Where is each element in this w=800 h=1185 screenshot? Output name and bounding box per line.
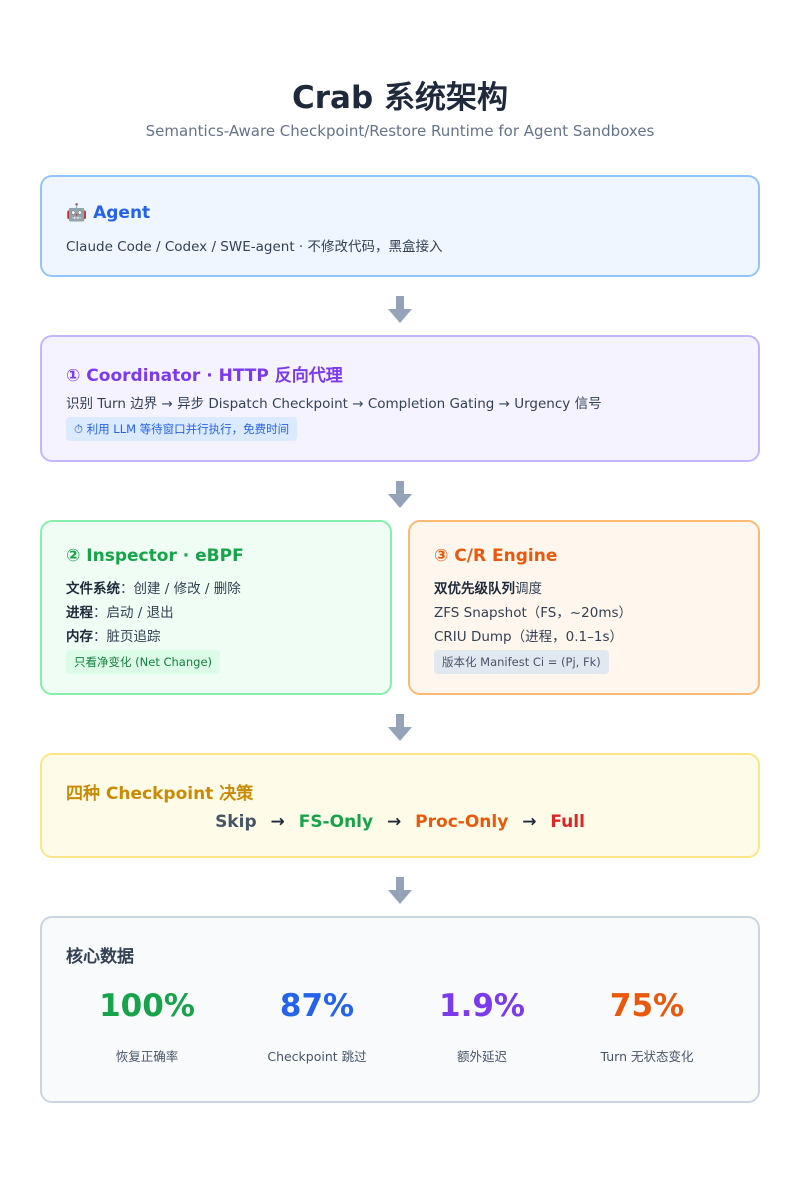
stat-value: 1.9% xyxy=(439,988,525,1024)
stat-value: 75% xyxy=(609,988,685,1024)
stat-value: 100% xyxy=(99,988,195,1024)
inspector-title: ② Inspector · eBPF xyxy=(66,546,244,566)
arrow-right-icon: → xyxy=(522,812,537,832)
decision-full: Full xyxy=(550,812,585,832)
down-arrow-icon xyxy=(388,481,412,508)
inspector-box: ② Inspector · eBPF 文件系统：创建 / 修改 / 删除 进程：… xyxy=(40,520,392,695)
arrow-right-icon: → xyxy=(270,812,285,832)
stat-label: 恢复正确率 xyxy=(115,1049,179,1064)
coordinator-description: 识别 Turn 边界 → 异步 Dispatch Checkpoint → Co… xyxy=(66,396,602,412)
stats-box: 核心数据 100% 恢复正确率 87% Checkpoint 跳过 1.9% 额… xyxy=(40,916,760,1103)
coordinator-note: ⏱ 利用 LLM 等待窗口并行执行，免费时间 xyxy=(66,417,298,441)
decision-proc-only: Proc-Only xyxy=(415,812,509,832)
inspector-line-mem: 内存：脏页追踪 xyxy=(66,629,161,645)
decision-fs-only: FS-Only xyxy=(298,812,374,832)
decision-flow: Skip → FS-Only → Proc-Only → Full xyxy=(42,812,758,832)
page-subtitle: Semantics-Aware Checkpoint/Restore Runti… xyxy=(145,122,655,140)
down-arrow-icon xyxy=(388,714,412,741)
agent-box: 🤖 Agent Claude Code / Codex / SWE-agent … xyxy=(40,175,760,277)
inspector-line-fs: 文件系统：创建 / 修改 / 删除 xyxy=(66,581,241,597)
inspector-note: 只看净变化 (Net Change) xyxy=(66,650,220,674)
stat-item: 1.9% 额外延迟 xyxy=(397,988,567,1065)
down-arrow-icon xyxy=(388,877,412,904)
stat-label: Checkpoint 跳过 xyxy=(267,1049,367,1064)
inspector-line-proc: 进程：启动 / 退出 xyxy=(66,605,174,621)
stat-item: 75% Turn 无状态变化 xyxy=(562,988,732,1065)
agent-title: 🤖 Agent xyxy=(66,203,150,223)
decision-skip: Skip xyxy=(215,812,257,832)
cr-engine-queue: 双优先级队列调度 xyxy=(434,581,542,597)
coordinator-title: ① Coordinator · HTTP 反向代理 xyxy=(66,366,343,386)
robot-icon: 🤖 xyxy=(66,203,88,223)
page-title: Crab 系统架构 xyxy=(292,80,508,116)
decision-title: 四种 Checkpoint 决策 xyxy=(66,784,254,804)
agent-description: Claude Code / Codex / SWE-agent · 不修改代码，… xyxy=(66,239,443,255)
agent-title-text: Agent xyxy=(93,203,151,223)
stat-item: 87% Checkpoint 跳过 xyxy=(232,988,402,1065)
cr-engine-zfs: ZFS Snapshot（FS，~20ms） xyxy=(434,605,633,621)
arrow-right-icon: → xyxy=(387,812,402,832)
stat-label: 额外延迟 xyxy=(456,1049,507,1064)
cr-engine-note: 版本化 Manifest Ci = (Pj, Fk) xyxy=(434,650,609,674)
stat-value: 87% xyxy=(279,988,355,1024)
cr-engine-title: ③ C/R Engine xyxy=(434,546,558,566)
stats-title: 核心数据 xyxy=(66,947,134,967)
down-arrow-icon xyxy=(388,296,412,323)
decision-box: 四种 Checkpoint 决策 Skip → FS-Only → Proc-O… xyxy=(40,753,760,858)
stat-item: 100% 恢复正确率 xyxy=(62,988,232,1065)
stat-label: Turn 无状态变化 xyxy=(600,1049,694,1064)
coordinator-box: ① Coordinator · HTTP 反向代理 识别 Turn 边界 → 异… xyxy=(40,335,760,462)
cr-engine-criu: CRIU Dump（进程，0.1–1s） xyxy=(434,629,623,645)
cr-engine-box: ③ C/R Engine 双优先级队列调度 ZFS Snapshot（FS，~2… xyxy=(408,520,760,695)
